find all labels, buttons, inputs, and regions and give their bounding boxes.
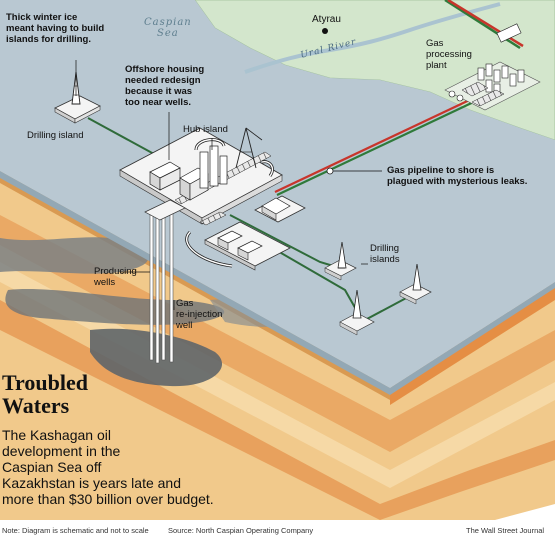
sea-label: Caspian Sea <box>144 17 192 39</box>
footer-source: Source: North Caspian Operating Company <box>168 526 314 535</box>
atyrau-marker <box>322 28 328 34</box>
callout-leaders <box>75 60 382 310</box>
ural-river <box>244 2 501 74</box>
gas-processing-plant <box>444 23 541 111</box>
reinjection-well-label: Gas re-injection well <box>176 298 223 331</box>
city-label: Atyrau <box>312 14 341 25</box>
page-title: Troubled Waters <box>2 370 88 418</box>
ice-callout: Thick winter ice meant having to build i… <box>6 12 105 45</box>
drilling-island-3 <box>339 289 375 336</box>
drilling-islands-label: Drilling islands <box>370 243 400 265</box>
drilling-island-label: Drilling island <box>27 130 84 141</box>
producing-wells <box>149 214 166 364</box>
utility-island <box>254 195 306 223</box>
wellhead-deck <box>144 199 186 221</box>
hub-island <box>119 127 283 225</box>
hub-island-label: Hub island <box>183 124 228 135</box>
gas-pipeline <box>274 0 524 196</box>
housing-island <box>185 211 291 271</box>
producing-wells-label: Producing wells <box>94 266 137 288</box>
housing-callout: Offshore housing needed redesign because… <box>125 64 205 108</box>
gas-reinjection-well <box>169 211 174 363</box>
pipeline-callout: Gas pipeline to shore is plagued with my… <box>387 165 528 187</box>
page-subtitle: The Kashagan oil development in the Casp… <box>2 427 214 507</box>
drilling-island-2 <box>399 263 432 305</box>
gas-plant-label: Gas processing plant <box>426 38 472 71</box>
footer-note: Note: Diagram is schematic and not to sc… <box>2 526 149 535</box>
footer-credit: The Wall Street Journal <box>466 526 545 535</box>
